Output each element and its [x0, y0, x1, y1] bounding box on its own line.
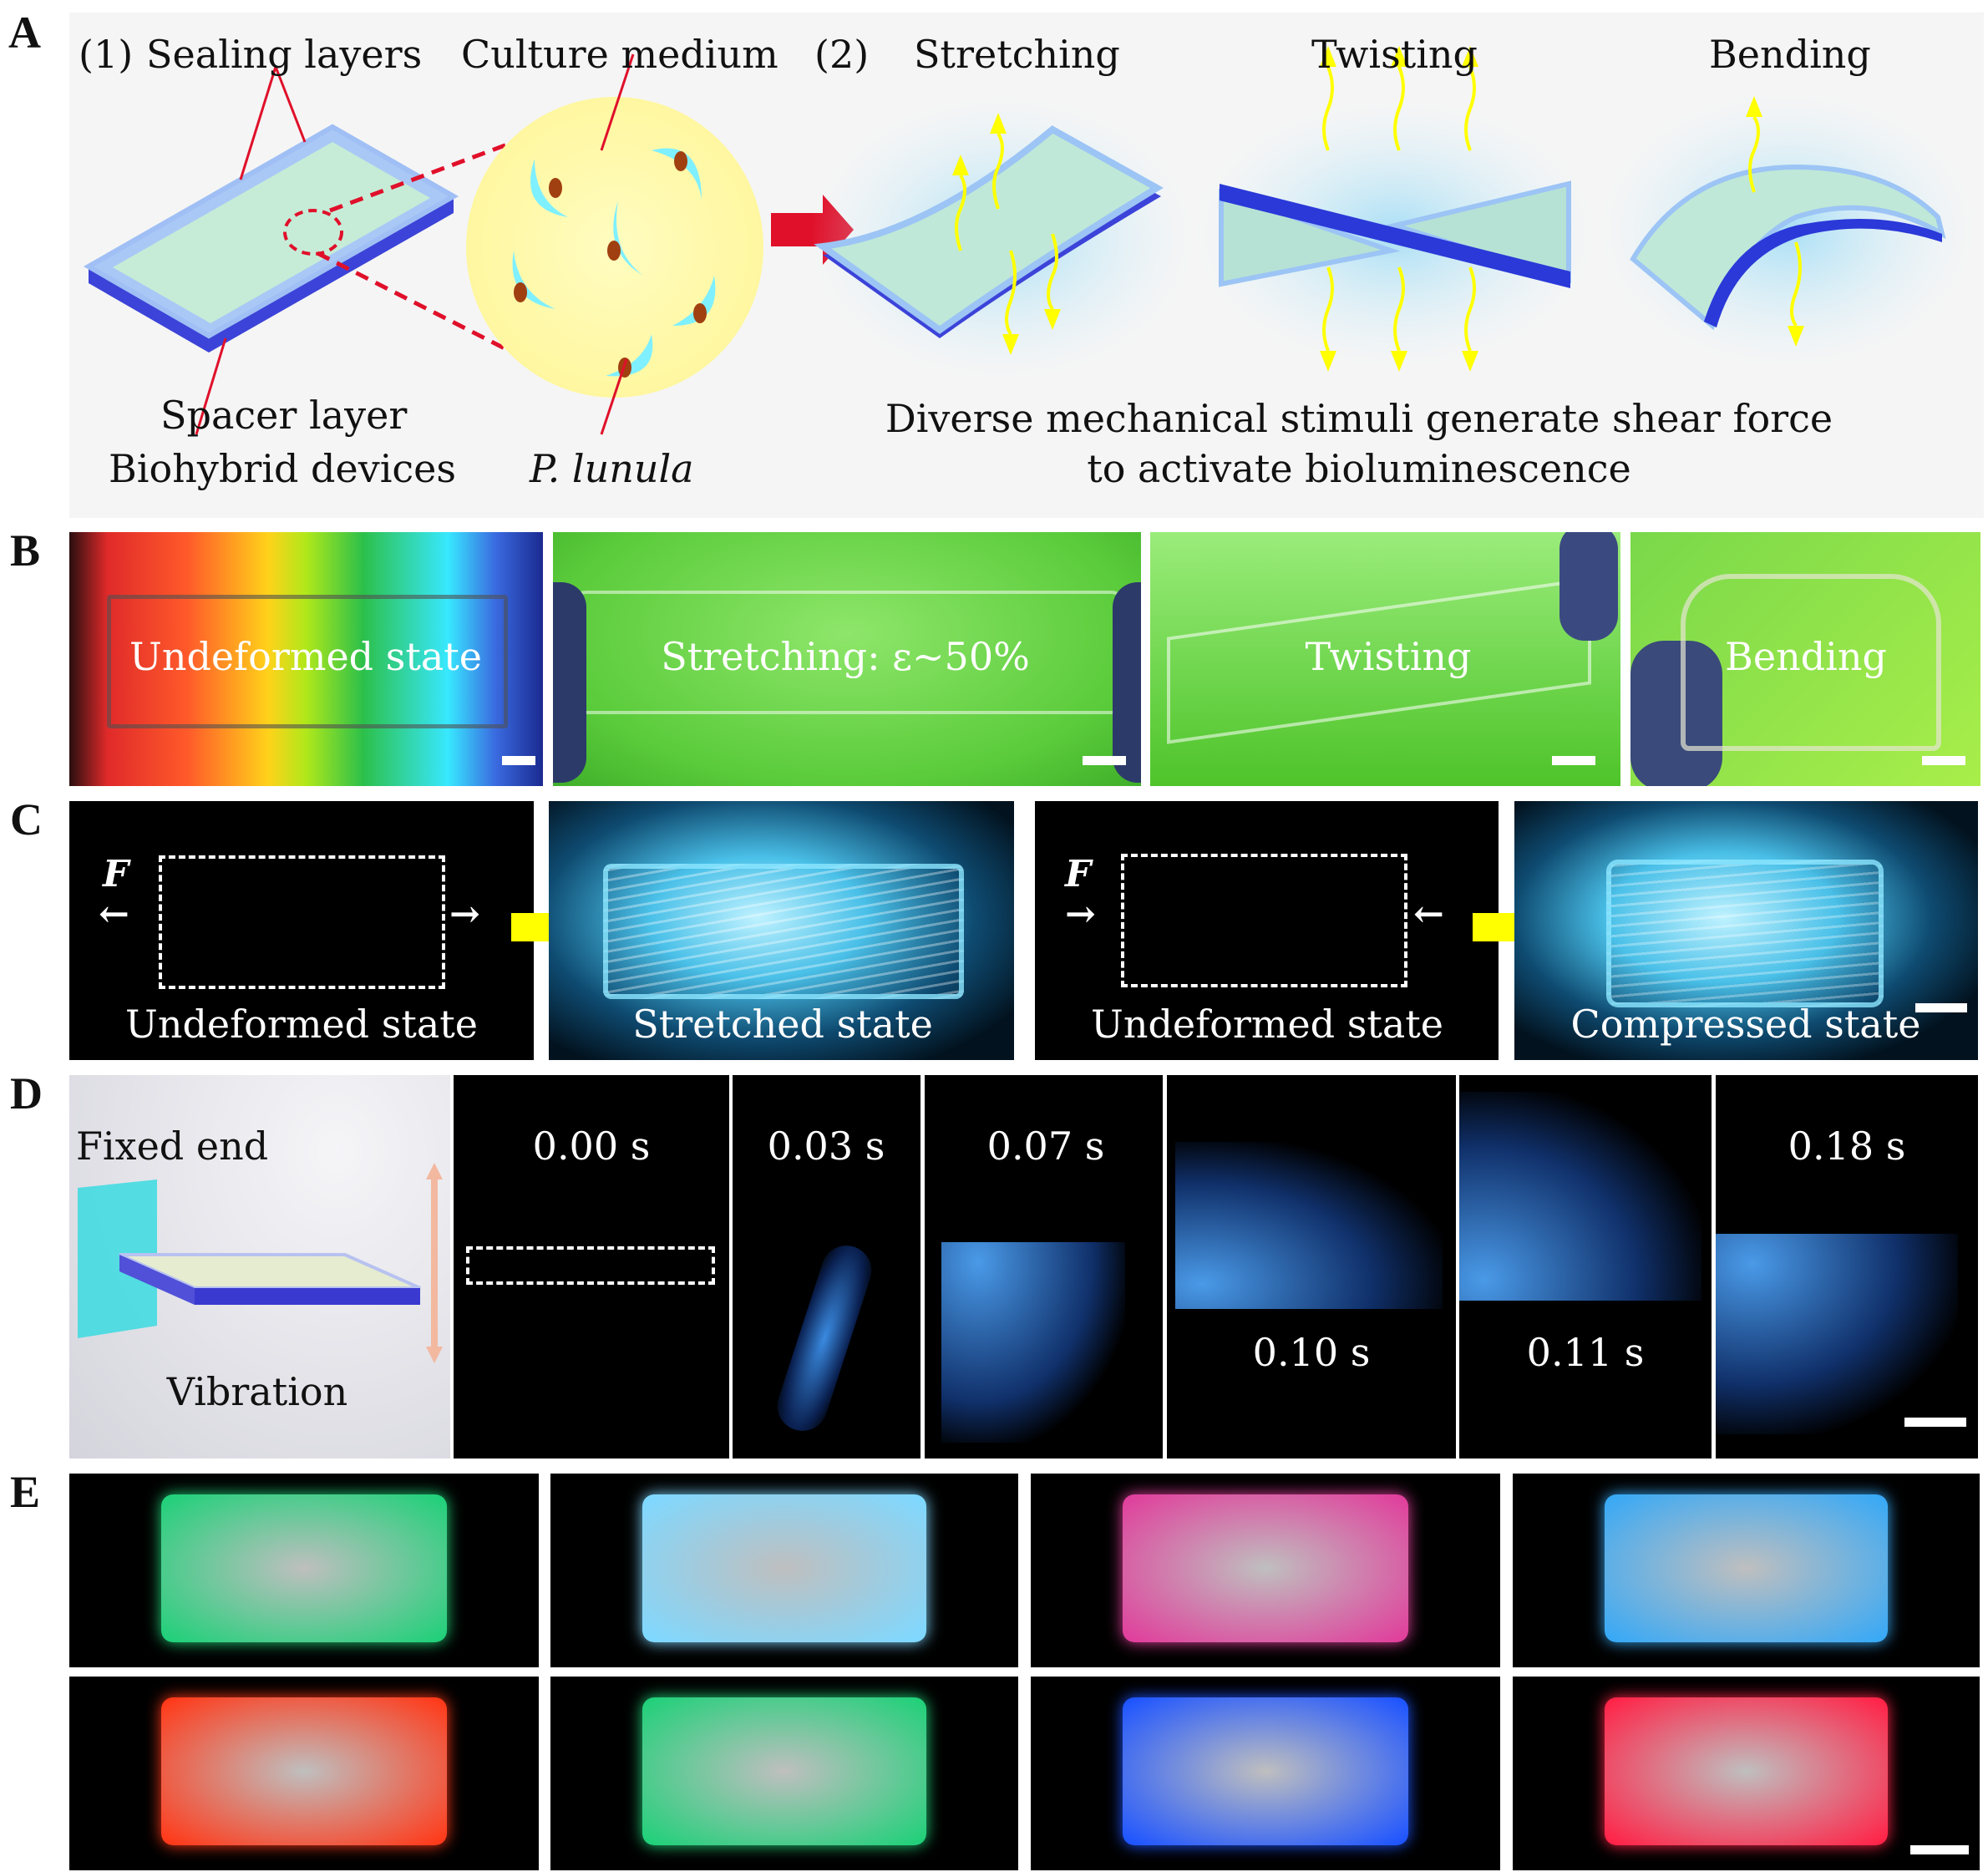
glow-device-photo — [1513, 1677, 1980, 1870]
panel-label-d: D — [10, 1068, 43, 1119]
label-undeformed: Undeformed state — [129, 634, 482, 679]
scale-bar — [1910, 1845, 1969, 1854]
biohybrid-device-diagram — [83, 66, 511, 435]
frame-0-00s: 0.00 s — [454, 1075, 729, 1459]
photo-stretched: Stretched state — [549, 801, 1014, 1060]
photo-twisting: Twisting — [1150, 532, 1620, 786]
step-2-label: (2) — [814, 32, 870, 77]
label-stretched: Stretched state — [632, 1002, 933, 1047]
frame-0-07s: 0.07 s — [925, 1075, 1163, 1459]
scale-bar — [1904, 1418, 1966, 1427]
sealing-layers-label: Sealing layers — [146, 32, 423, 77]
biohybrid-devices-label: Biohybrid devices — [109, 446, 456, 491]
left-arrow-icon: ← — [1413, 893, 1444, 936]
device-outline — [159, 855, 445, 989]
glowing-device — [642, 1697, 926, 1845]
device-outline — [466, 1246, 715, 1285]
glow-device-photo — [550, 1474, 1018, 1667]
culture-medium-label: Culture medium — [461, 32, 778, 77]
scale-bar — [502, 756, 535, 765]
scale-bar — [1922, 756, 1965, 765]
scale-bar — [1552, 756, 1595, 765]
right-arrow-icon: → — [1065, 893, 1096, 936]
label-compressed: Compressed state — [1570, 1002, 1921, 1047]
spacer-layer-label: Spacer layer — [160, 393, 408, 438]
glove — [1113, 582, 1141, 783]
panel-a-illustration — [83, 46, 1975, 435]
glow-device-photo — [1513, 1474, 1980, 1667]
scale-bar — [1915, 1003, 1967, 1012]
panel-label-a: A — [8, 8, 41, 58]
frame-0-10s: 0.10 s — [1167, 1075, 1456, 1459]
glowing-device — [161, 1494, 447, 1642]
frame-0-18s: 0.18 s — [1716, 1075, 1978, 1459]
culture-medium-circle — [466, 53, 763, 435]
glow-device-photo — [1031, 1677, 1500, 1870]
glowing-device — [1605, 1697, 1888, 1845]
glow-device-photo — [69, 1474, 539, 1667]
frame-0-03s: 0.03 s — [733, 1075, 920, 1459]
bending-diagram — [1600, 92, 1975, 368]
glow-device-photo — [1031, 1474, 1500, 1667]
force-label: F — [1065, 853, 1092, 895]
time-label: 0.18 s — [1788, 1124, 1906, 1169]
frame-0-11s: 0.11 s — [1459, 1075, 1712, 1459]
force-label: F — [103, 853, 129, 895]
bending-label: Bending — [1709, 32, 1871, 77]
photo-stretching: Stretching: ε~50% — [553, 532, 1141, 786]
glowing-device — [161, 1697, 447, 1845]
glove — [553, 582, 586, 783]
vibration-label: Vibration — [166, 1369, 348, 1414]
photo-c-undeformed-1: F ← → Undeformed state — [69, 801, 534, 1060]
device-outline — [107, 595, 508, 728]
fixed-end-label: Fixed end — [76, 1124, 269, 1169]
photo-undeformed: Undeformed state — [69, 532, 543, 786]
label-undeformed: Undeformed state — [125, 1002, 478, 1047]
glow-device-photo — [550, 1677, 1018, 1870]
time-label: 0.03 s — [767, 1124, 885, 1169]
glowing-device — [1123, 1494, 1408, 1642]
label-undeformed: Undeformed state — [1091, 1002, 1443, 1047]
stretching-diagram — [810, 96, 1194, 380]
vibration-schematic: Fixed end Vibration — [69, 1075, 450, 1459]
step-1-label: (1) — [79, 32, 134, 77]
glowing-device — [1605, 1494, 1888, 1642]
left-arrow-icon: ← — [99, 893, 129, 936]
panel-label-c: C — [10, 794, 43, 845]
right-arrow-icon: → — [449, 893, 480, 936]
organism-label: P. lunula — [530, 446, 694, 491]
photo-bending: Bending — [1630, 532, 1980, 786]
panel-label-b: B — [10, 525, 41, 576]
photo-c-undeformed-2: F → ← Undeformed state — [1035, 801, 1499, 1060]
caption-line-2: to activate bioluminescence — [1087, 446, 1631, 491]
time-label: 0.00 s — [532, 1124, 651, 1169]
photo-compressed: Compressed state — [1514, 801, 1978, 1060]
twisting-label: Twisting — [1311, 32, 1478, 77]
panel-label-e: E — [10, 1467, 41, 1517]
label-bending: Bending — [1725, 634, 1887, 679]
label-stretching: Stretching: ε~50% — [661, 634, 1030, 679]
time-label: 0.07 s — [986, 1124, 1105, 1169]
device-outline — [1121, 854, 1407, 987]
glowing-device — [1123, 1697, 1408, 1845]
stretching-label: Stretching — [914, 32, 1120, 77]
twisting-diagram — [1194, 100, 1595, 368]
caption-line-1: Diverse mechanical stimuli generate shea… — [885, 396, 1833, 441]
light-emission-arrows — [955, 66, 1802, 352]
glove — [1559, 532, 1618, 641]
time-label: 0.11 s — [1526, 1330, 1645, 1375]
label-twisting: Twisting — [1305, 634, 1472, 679]
glow-device-photo — [69, 1677, 539, 1870]
scale-bar — [1083, 756, 1126, 765]
time-label: 0.10 s — [1252, 1330, 1371, 1375]
arrowheads — [952, 46, 1804, 372]
glowing-device — [642, 1494, 926, 1642]
